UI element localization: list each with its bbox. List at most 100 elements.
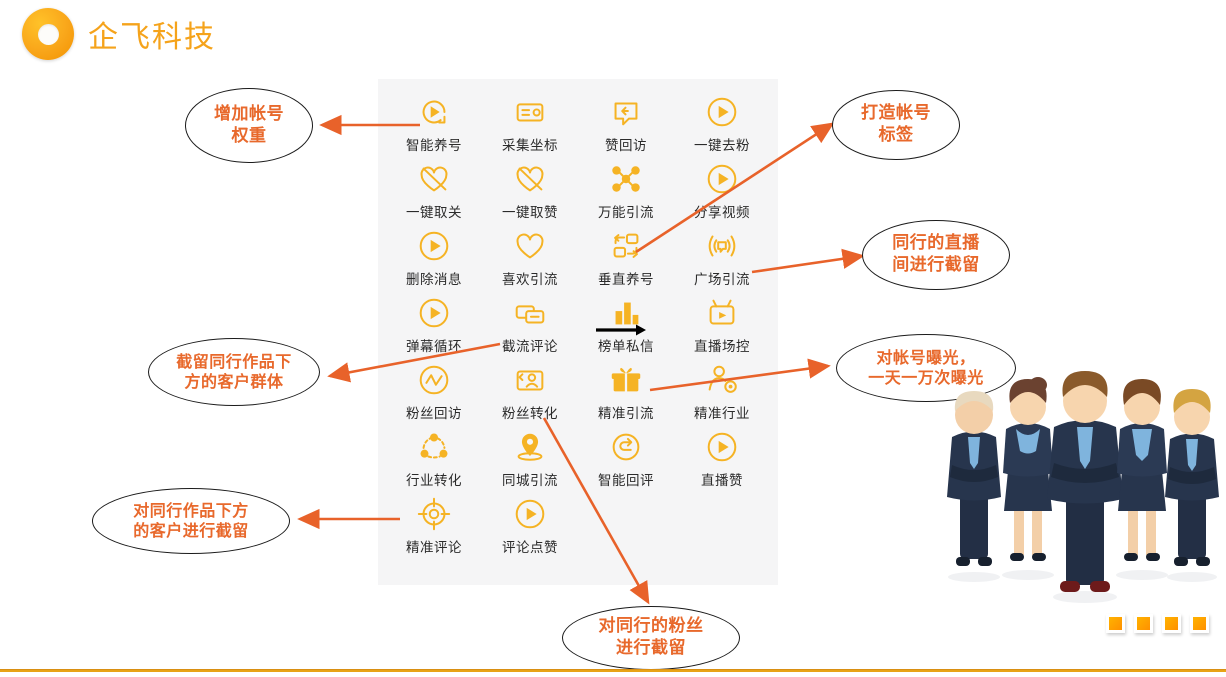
feature-tile[interactable]: 赞回访 xyxy=(578,93,674,160)
location-pin-icon xyxy=(511,428,549,466)
person-4 xyxy=(1116,379,1168,580)
feature-tile[interactable]: 精准行业 xyxy=(674,361,770,428)
feature-tile-label: 截流评论 xyxy=(502,339,558,355)
person-gear-icon xyxy=(703,361,741,399)
network-nodes-icon xyxy=(607,160,645,198)
play-refresh-icon xyxy=(415,93,453,131)
feature-tile[interactable]: 榜单私信 xyxy=(578,294,674,361)
feature-tile-label: 删除消息 xyxy=(406,272,462,288)
swap-rectangles-icon xyxy=(607,227,645,265)
callout-text: 同行的直播 间进行截留 xyxy=(892,233,980,275)
play-circle-icon xyxy=(703,93,741,131)
feature-tile[interactable]: 截流评论 xyxy=(482,294,578,361)
person-5 xyxy=(1165,389,1219,582)
person-2 xyxy=(1002,377,1054,580)
play-circle-icon xyxy=(703,428,741,466)
feature-tile-label: 一键取关 xyxy=(406,205,462,221)
feature-tile[interactable]: 万能引流 xyxy=(578,160,674,227)
chat-bubbles-icon xyxy=(511,294,549,332)
callout-intercept-customers-below-works: 对同行作品下方 的客户进行截留 xyxy=(92,488,290,554)
feature-tile[interactable]: 分享视频 xyxy=(674,160,770,227)
feature-tile[interactable]: 评论点赞 xyxy=(482,495,578,562)
feature-tile-label: 粉丝转化 xyxy=(502,406,558,422)
feature-tile[interactable]: 精准评论 xyxy=(386,495,482,562)
feature-tile[interactable]: 智能养号 xyxy=(386,93,482,160)
feature-tile[interactable]: 采集坐标 xyxy=(482,93,578,160)
black-right-arrow-icon xyxy=(596,324,646,336)
callout-intercept-peer-works-customers: 截留同行作品下 方的客户群体 xyxy=(148,338,320,406)
feature-tile-label: 分享视频 xyxy=(694,205,750,221)
feature-tile-label: 弹幕循环 xyxy=(406,339,462,355)
callout-peer-livestream-intercept: 同行的直播 间进行截留 xyxy=(862,220,1010,290)
feature-tile[interactable]: 一键取赞 xyxy=(482,160,578,227)
feature-tile-label: 一键取赞 xyxy=(502,205,558,221)
callout-text: 打造帐号 标签 xyxy=(861,103,931,145)
feature-tile-label: 采集坐标 xyxy=(502,138,558,154)
feature-tile-label: 精准引流 xyxy=(598,406,654,422)
feature-tile-label: 赞回访 xyxy=(605,138,647,154)
feature-tile[interactable]: 智能回评 xyxy=(578,428,674,495)
feature-tile[interactable]: 粉丝转化 xyxy=(482,361,578,428)
person-card-icon xyxy=(511,361,549,399)
feature-tile-label: 智能养号 xyxy=(406,138,462,154)
heart-slash-icon xyxy=(415,160,453,198)
feature-tile[interactable]: 一键取关 xyxy=(386,160,482,227)
broadcast-icon xyxy=(703,227,741,265)
feature-tile-label: 直播场控 xyxy=(694,339,750,355)
reply-circle-icon xyxy=(607,428,645,466)
callout-text: 对同行的粉丝 进行截留 xyxy=(598,616,704,658)
feature-tile[interactable]: 喜欢引流 xyxy=(482,227,578,294)
feature-tile[interactable]: 广场引流 xyxy=(674,227,770,294)
play-circle-icon xyxy=(415,227,453,265)
feature-grid-panel: 智能养号 采集坐标 赞回访 一键去粉一键取关 一键取赞 万能引流 分享视频删除消息 喜欢引流垂… xyxy=(378,79,778,585)
feature-tile[interactable]: 直播场控 xyxy=(674,294,770,361)
speech-reply-icon xyxy=(607,93,645,131)
feature-tile[interactable]: 同城引流 xyxy=(482,428,578,495)
feature-tile-label: 同城引流 xyxy=(502,473,558,489)
callout-text: 增加帐号 权重 xyxy=(214,103,284,146)
share-nodes-icon xyxy=(415,428,453,466)
callout-account-exposure: 对帐号曝光， 一天一万次曝光 xyxy=(836,334,1016,402)
feature-tile-label: 广场引流 xyxy=(694,272,750,288)
brand-name: 企飞科技 xyxy=(88,20,216,55)
business-team-illustration xyxy=(930,345,1220,615)
feature-tile-label: 垂直养号 xyxy=(598,272,654,288)
gift-icon xyxy=(607,361,645,399)
crosshair-icon xyxy=(415,495,453,533)
play-circle-icon xyxy=(511,495,549,533)
feature-tile-label: 一键去粉 xyxy=(694,138,750,154)
list-card-icon xyxy=(511,93,549,131)
orange-square xyxy=(1190,614,1209,633)
feature-tile[interactable]: 垂直养号 xyxy=(578,227,674,294)
heart-slash-icon xyxy=(511,160,549,198)
feature-tile-label: 行业转化 xyxy=(406,473,462,489)
person-1 xyxy=(947,391,1001,582)
callout-text: 对同行作品下方 的客户进行截留 xyxy=(133,500,249,540)
callout-build-account-tag: 打造帐号 标签 xyxy=(832,90,960,160)
heart-icon xyxy=(511,227,549,265)
bar-chart-icon xyxy=(607,294,645,332)
feature-tile[interactable]: 一键去粉 xyxy=(674,93,770,160)
play-circle-icon xyxy=(415,294,453,332)
feature-tile[interactable]: 删除消息 xyxy=(386,227,482,294)
feature-tile-label: 万能引流 xyxy=(598,205,654,221)
play-circle-icon xyxy=(703,160,741,198)
callout-text: 对帐号曝光， 一天一万次曝光 xyxy=(868,347,984,387)
callout-increase-account-weight: 增加帐号 权重 xyxy=(185,88,313,163)
orange-square xyxy=(1106,614,1125,633)
orange-ring-logo-icon xyxy=(22,8,74,60)
feature-tile[interactable]: 弹幕循环 xyxy=(386,294,482,361)
orange-squares-decor xyxy=(1106,614,1209,633)
tv-play-icon xyxy=(703,294,741,332)
orange-square xyxy=(1162,614,1181,633)
feature-icon-grid: 智能养号 采集坐标 赞回访 一键去粉一键取关 一键取赞 万能引流 分享视频删除消息 喜欢引流垂… xyxy=(378,79,778,562)
feature-tile[interactable]: 精准引流 xyxy=(578,361,674,428)
callout-text: 截留同行作品下 方的客户群体 xyxy=(176,351,292,391)
zigzag-circle-icon xyxy=(415,361,453,399)
feature-tile[interactable]: 粉丝回访 xyxy=(386,361,482,428)
feature-tile[interactable]: 直播赞 xyxy=(674,428,770,495)
feature-tile[interactable]: 行业转化 xyxy=(386,428,482,495)
feature-tile-label: 榜单私信 xyxy=(598,339,654,355)
feature-tile-label: 精准评论 xyxy=(406,540,462,556)
